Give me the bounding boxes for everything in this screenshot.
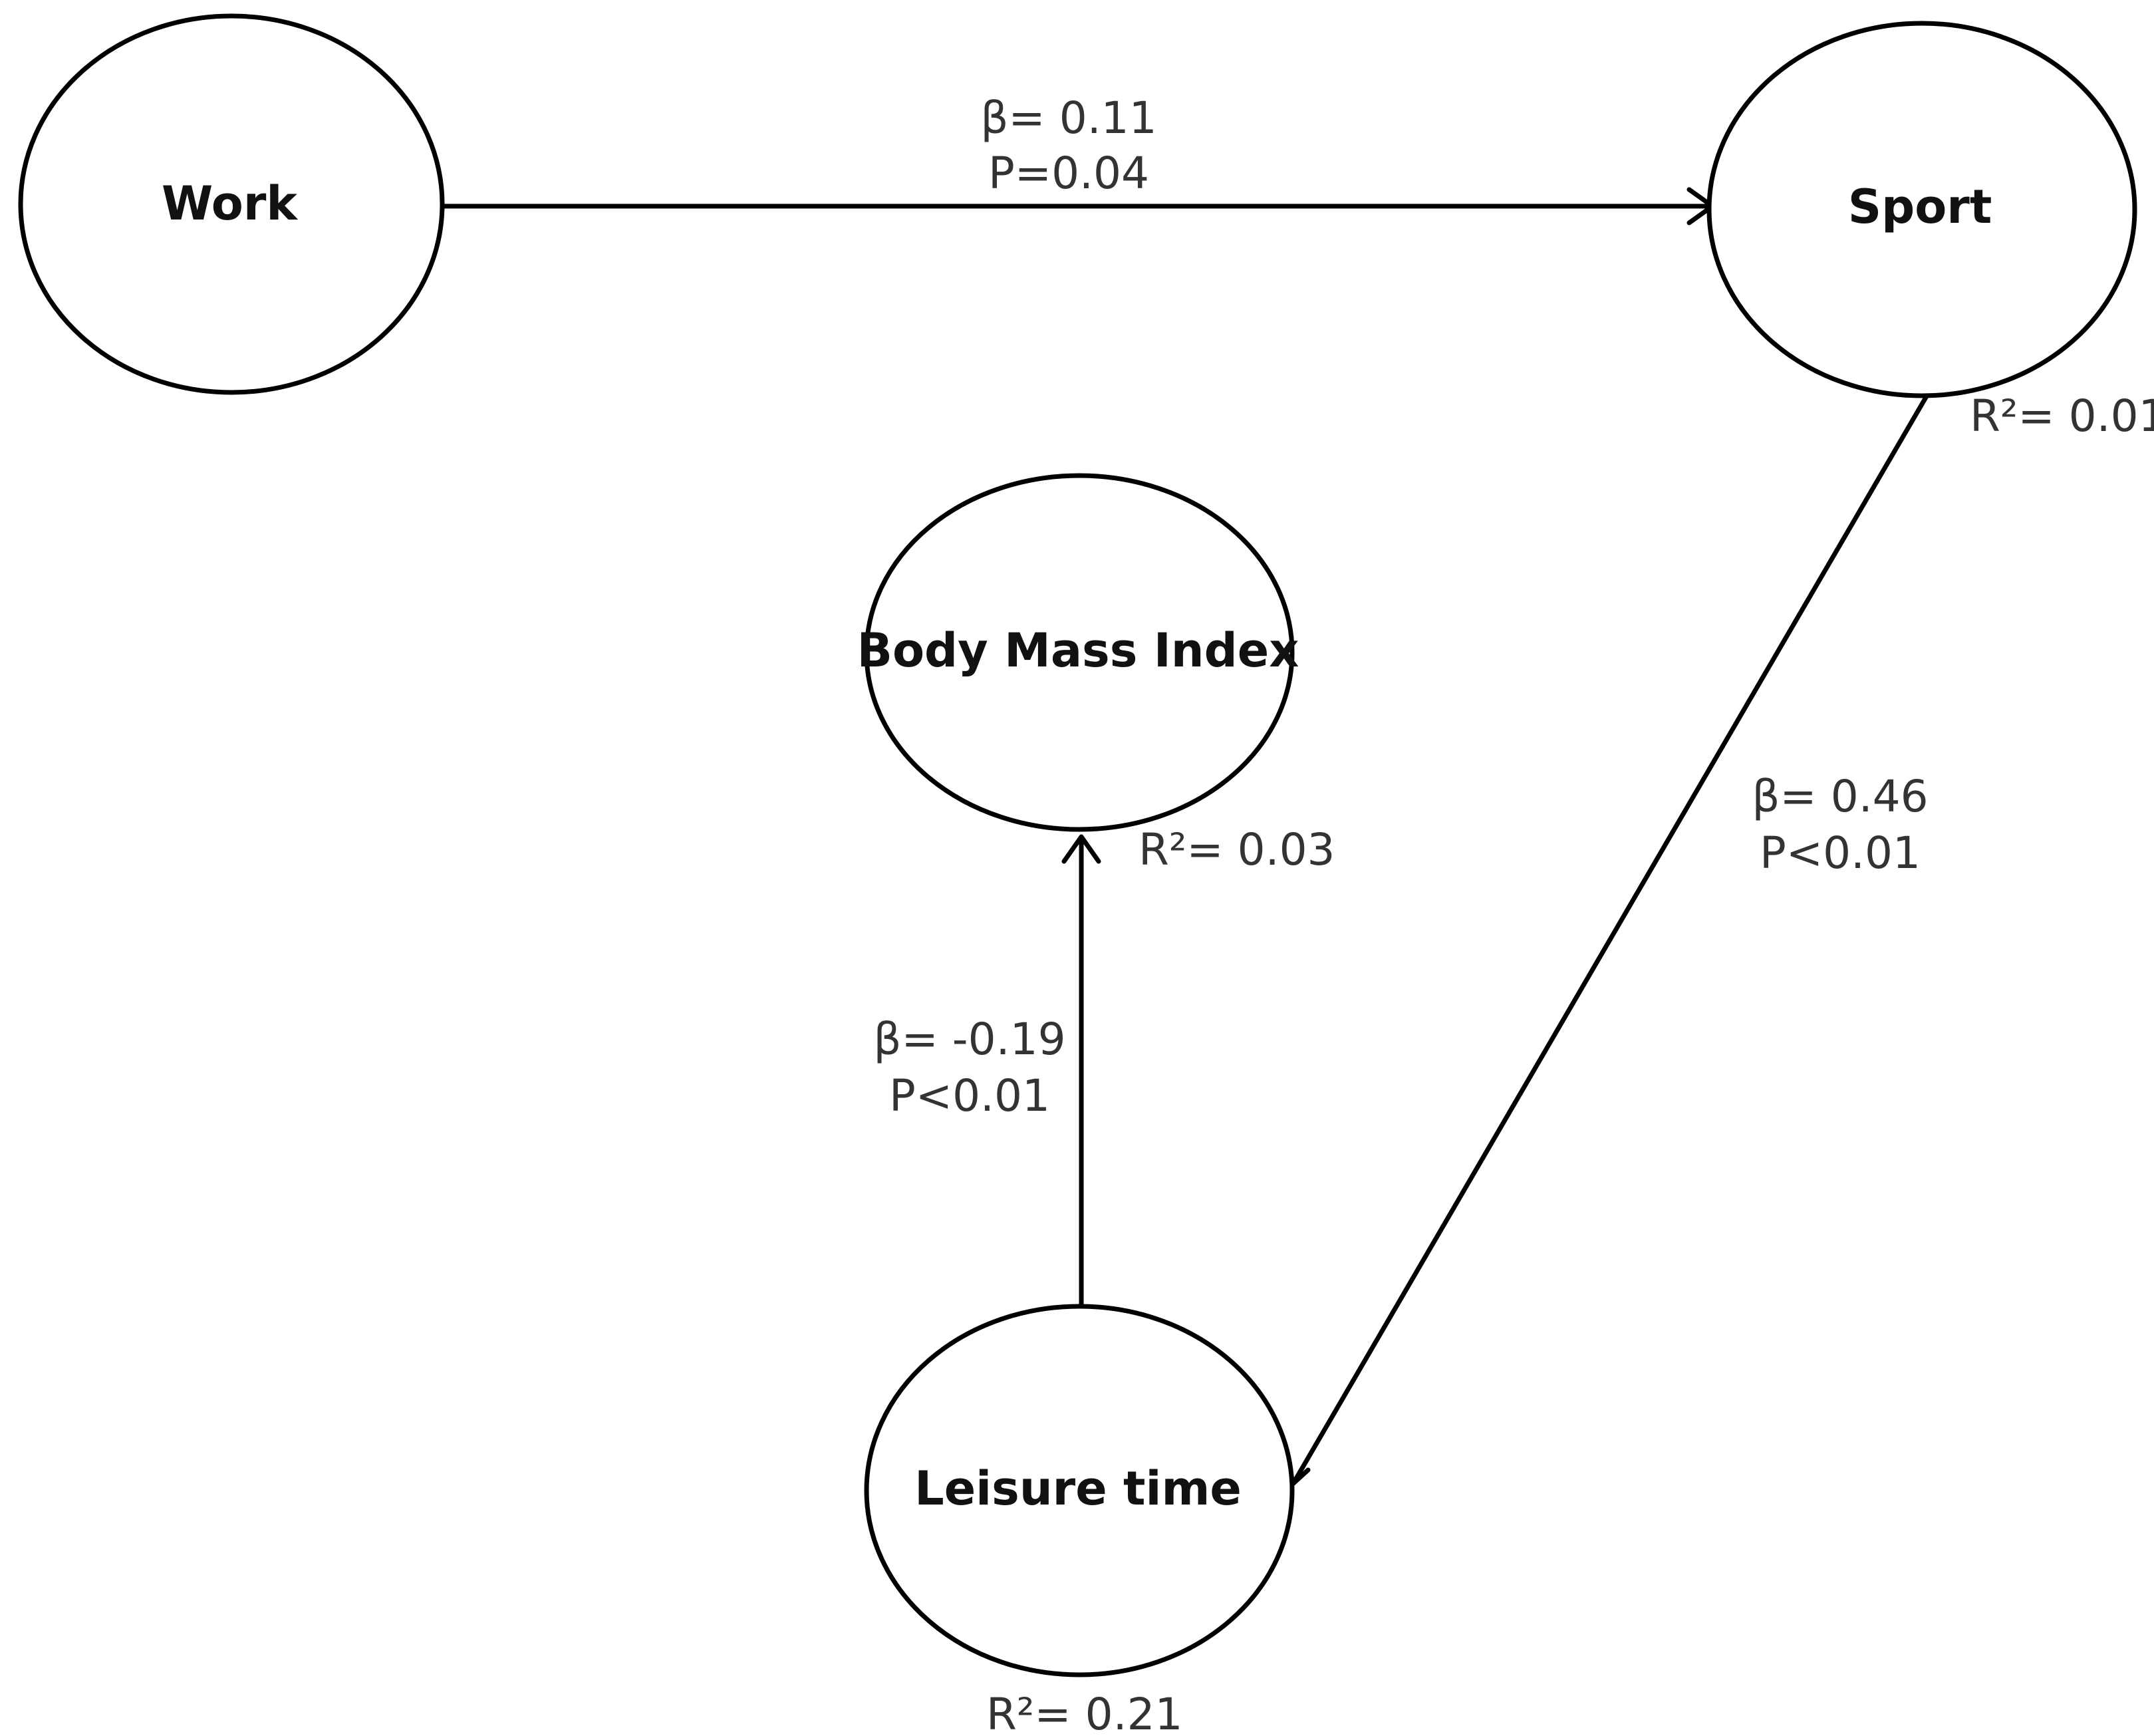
edge-leisure-to-bmi-stats: β= -0.19 P<0.01 [873, 1014, 1065, 1121]
edge-leisure-to-bmi-arrowhead [1061, 834, 1101, 864]
node-bmi-r2: R²= 0.03 [1139, 824, 1335, 875]
edge-sport-to-leisure-stats: β= 0.46 P<0.01 [1752, 771, 1928, 879]
node-leisure-shape [864, 1304, 1295, 1677]
edge-leisure-to-bmi [1061, 834, 1101, 1306]
edge-sport-to-leisure-p: P<0.01 [1760, 827, 1921, 879]
edge-work-to-sport-beta: β= 0.11 [980, 92, 1156, 144]
edge-sport-to-leisure-beta: β= 0.46 [1752, 771, 1928, 822]
node-sport-label: Sport [1848, 180, 1992, 234]
node-leisure-label: Leisure time [914, 1461, 1242, 1516]
node-sport-shape [1706, 21, 2137, 398]
node-leisure-r2: R²= 0.21 [986, 1689, 1183, 1736]
edge-leisure-to-bmi-p: P<0.01 [889, 1070, 1050, 1121]
edge-work-to-sport-p: P=0.04 [988, 148, 1149, 199]
node-work: Work [18, 13, 445, 395]
node-work-label: Work [162, 176, 298, 231]
edge-sport-to-leisure-line [1291, 394, 1930, 1483]
edge-work-to-sport-stats: β= 0.11 P=0.04 [980, 92, 1156, 199]
node-bmi: Body Mass Index [857, 473, 1299, 832]
node-sport-r2: R²= 0.01 [1970, 390, 2154, 442]
edge-leisure-to-bmi-beta: β= -0.19 [873, 1014, 1065, 1065]
node-bmi-shape [864, 473, 1295, 832]
node-work-shape [18, 13, 445, 395]
edge-sport-to-leisure [1284, 394, 1930, 1487]
node-sport: Sport [1706, 21, 2137, 398]
node-bmi-label: Body Mass Index [857, 623, 1299, 678]
node-leisure: Leisure time [864, 1304, 1295, 1677]
